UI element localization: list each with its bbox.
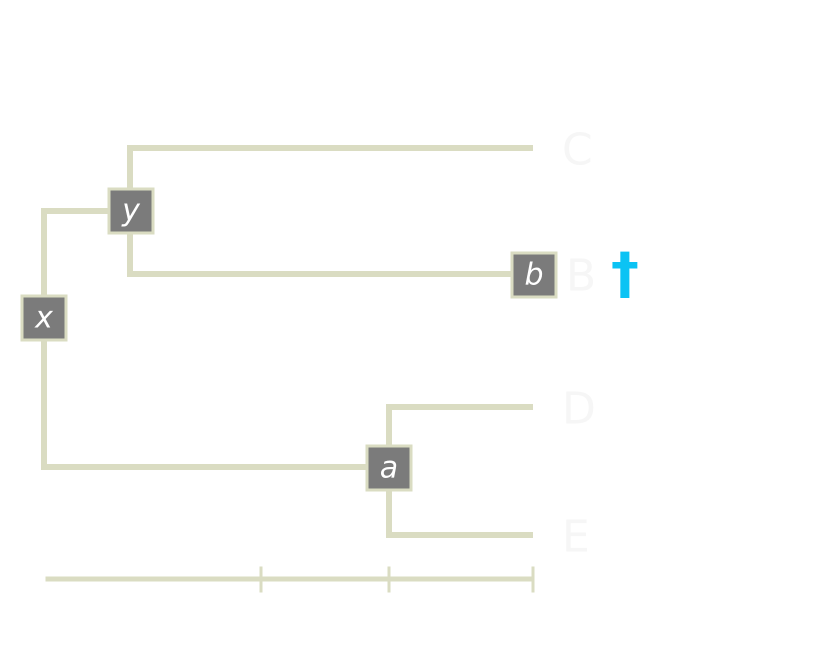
node-x-box bbox=[20, 294, 68, 342]
tip-label-e: E bbox=[562, 512, 590, 563]
node-b-label: b bbox=[524, 258, 543, 293]
node-y-box bbox=[107, 187, 155, 235]
branch-x-to-a bbox=[41, 315, 392, 470]
tip-label-c: C bbox=[562, 125, 593, 176]
node-y-label: y bbox=[121, 194, 141, 229]
node-a-box bbox=[365, 444, 413, 492]
time-scale-axis bbox=[45, 566, 535, 593]
node-b: b bbox=[510, 251, 558, 299]
tip-label-b: B bbox=[566, 251, 596, 302]
branch-y-to-c bbox=[127, 145, 533, 214]
tip-labels: C B D E bbox=[562, 125, 596, 563]
extinct-dagger-icon: † bbox=[611, 242, 639, 307]
branch-x-to-y bbox=[41, 208, 133, 321]
tip-label-d: D bbox=[562, 384, 596, 435]
node-a: a bbox=[365, 444, 413, 492]
node-x-label: x bbox=[34, 301, 53, 336]
node-y: y bbox=[107, 187, 155, 235]
node-b-box bbox=[510, 251, 558, 299]
branch-y-to-b bbox=[127, 208, 536, 277]
node-a-label: a bbox=[380, 451, 398, 486]
node-x: x bbox=[20, 294, 68, 342]
